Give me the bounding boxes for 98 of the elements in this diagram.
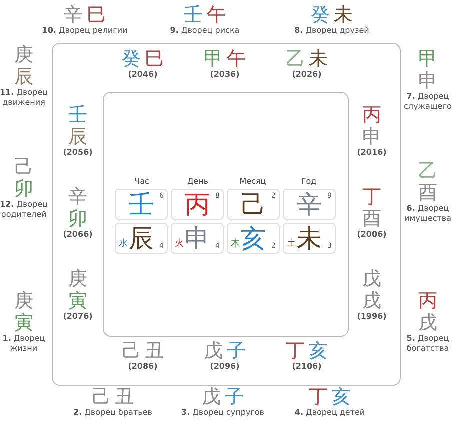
palace-caption: 10. Дворец религии xyxy=(42,26,128,36)
hanzi-character: 辛 xyxy=(64,4,83,26)
palace-caption: 1. Дворец жизни xyxy=(2,334,46,354)
pillar-cell xyxy=(227,189,280,220)
hanzi-character: 卯 xyxy=(14,178,34,200)
year-label: (2006) xyxy=(357,230,387,240)
palace-caption: 7. Дворец служащего xyxy=(403,92,453,112)
hanzi-character: 酉 xyxy=(362,208,382,230)
hanzi-character: 丁 xyxy=(309,386,328,408)
hanzi-character: 未 xyxy=(309,48,328,70)
element-sign: 木 xyxy=(231,238,240,250)
hanzi-character: 寅 xyxy=(68,290,88,312)
pillar-character: 壬 xyxy=(129,191,154,219)
hanzi-character: 辰 xyxy=(14,66,34,88)
column-heading: Месяц xyxy=(240,177,266,186)
hanzi-character: 己 xyxy=(92,386,111,408)
palace-caption: 4. Дворец детей xyxy=(294,408,366,418)
hanzi-character: 壬 xyxy=(184,4,203,26)
column-heading: Год xyxy=(301,177,317,186)
palace-caption: 9. Дворец риска xyxy=(170,26,240,36)
frame-border xyxy=(52,43,401,386)
year-label: (2026) xyxy=(292,70,322,80)
hanzi-character: 乙 xyxy=(286,48,305,70)
column-heading: Час xyxy=(134,177,150,186)
pillar-cell xyxy=(171,223,224,254)
pillar-character: 己 xyxy=(241,191,266,219)
hanzi-character: 庚 xyxy=(14,44,34,66)
hanzi-character: 己 xyxy=(14,156,34,178)
hanzi-character: 戌 xyxy=(362,290,382,312)
year-label: (2046) xyxy=(128,70,158,80)
hanzi-character: 子 xyxy=(225,386,244,408)
year-label: (2096) xyxy=(210,362,240,372)
hanzi-character: 丙 xyxy=(362,104,382,126)
palace-caption: 6. Дворец имущества xyxy=(403,204,453,224)
pillar-character: 丙 xyxy=(185,191,210,219)
hanzi-character: 巳 xyxy=(87,4,106,26)
frame-border xyxy=(103,92,349,337)
hanzi-character: 癸 xyxy=(311,4,330,26)
hanzi-character: 申 xyxy=(362,126,382,148)
hanzi-character: 丑 xyxy=(145,340,164,362)
hanzi-character: 巳 xyxy=(145,48,164,70)
hanzi-character: 卯 xyxy=(68,208,88,230)
element-sign: 土 xyxy=(287,238,296,250)
year-label: (1996) xyxy=(357,312,387,322)
hanzi-character: 申 xyxy=(418,70,438,92)
hanzi-character: 壬 xyxy=(68,104,88,126)
year-label: (2076) xyxy=(63,312,93,322)
pillar-character: 辛 xyxy=(297,191,322,219)
element-sign: 水 xyxy=(119,238,128,250)
pillar-character: 辰 xyxy=(129,225,154,253)
hanzi-character: 午 xyxy=(227,48,246,70)
hanzi-character: 甲 xyxy=(418,48,438,70)
pillar-character: 未 xyxy=(297,225,322,253)
year-label: (2106) xyxy=(292,362,322,372)
hanzi-character: 癸 xyxy=(122,48,141,70)
hanzi-character: 庚 xyxy=(14,290,34,312)
year-label: (2066) xyxy=(63,230,93,240)
hanzi-character: 庚 xyxy=(68,268,88,290)
hanzi-character: 寅 xyxy=(14,312,34,334)
pillar-cell xyxy=(283,189,336,220)
hanzi-character: 戊 xyxy=(204,340,223,362)
hanzi-character: 丁 xyxy=(362,186,382,208)
palace-caption: 8. Дворец друзей xyxy=(294,26,370,36)
hanzi-character: 乙 xyxy=(418,160,438,182)
year-label: (2086) xyxy=(128,362,158,372)
year-label: (2016) xyxy=(357,148,387,158)
pillar-character: 申 xyxy=(185,225,210,253)
hanzi-character: 辛 xyxy=(68,186,88,208)
pillar-cell xyxy=(171,189,224,220)
hanzi-character: 己 xyxy=(122,340,141,362)
year-label: (2056) xyxy=(63,148,93,158)
hanzi-character: 亥 xyxy=(332,386,351,408)
pillar-cell xyxy=(283,223,336,254)
column-heading: День xyxy=(187,177,209,186)
element-sign: 火 xyxy=(175,238,184,250)
palace-caption: 3. Дворец супругов xyxy=(182,408,264,418)
hanzi-character: 未 xyxy=(334,4,353,26)
palace-caption: 12. Дворец родителей xyxy=(0,200,50,220)
pillar-cell xyxy=(115,223,168,254)
pillar-character: 亥 xyxy=(241,225,266,253)
hanzi-character: 戊 xyxy=(362,268,382,290)
palace-caption: 11. Дворец движения xyxy=(0,88,50,108)
hanzi-character: 戊 xyxy=(202,386,221,408)
pillar-cell xyxy=(115,189,168,220)
hanzi-character: 甲 xyxy=(204,48,223,70)
hanzi-character: 午 xyxy=(207,4,226,26)
hanzi-character: 子 xyxy=(227,340,246,362)
hanzi-character: 丑 xyxy=(115,386,134,408)
hanzi-character: 丙 xyxy=(418,290,438,312)
hanzi-character: 酉 xyxy=(418,182,438,204)
hanzi-character: 戌 xyxy=(418,312,438,334)
pillar-cell xyxy=(227,223,280,254)
palace-caption: 2. Дворец братьев xyxy=(74,408,152,418)
year-label: (2036) xyxy=(210,70,240,80)
palace-caption: 5. Дворец богатства xyxy=(406,334,450,354)
hanzi-character: 亥 xyxy=(309,340,328,362)
hanzi-character: 丁 xyxy=(286,340,305,362)
hanzi-character: 辰 xyxy=(68,126,88,148)
